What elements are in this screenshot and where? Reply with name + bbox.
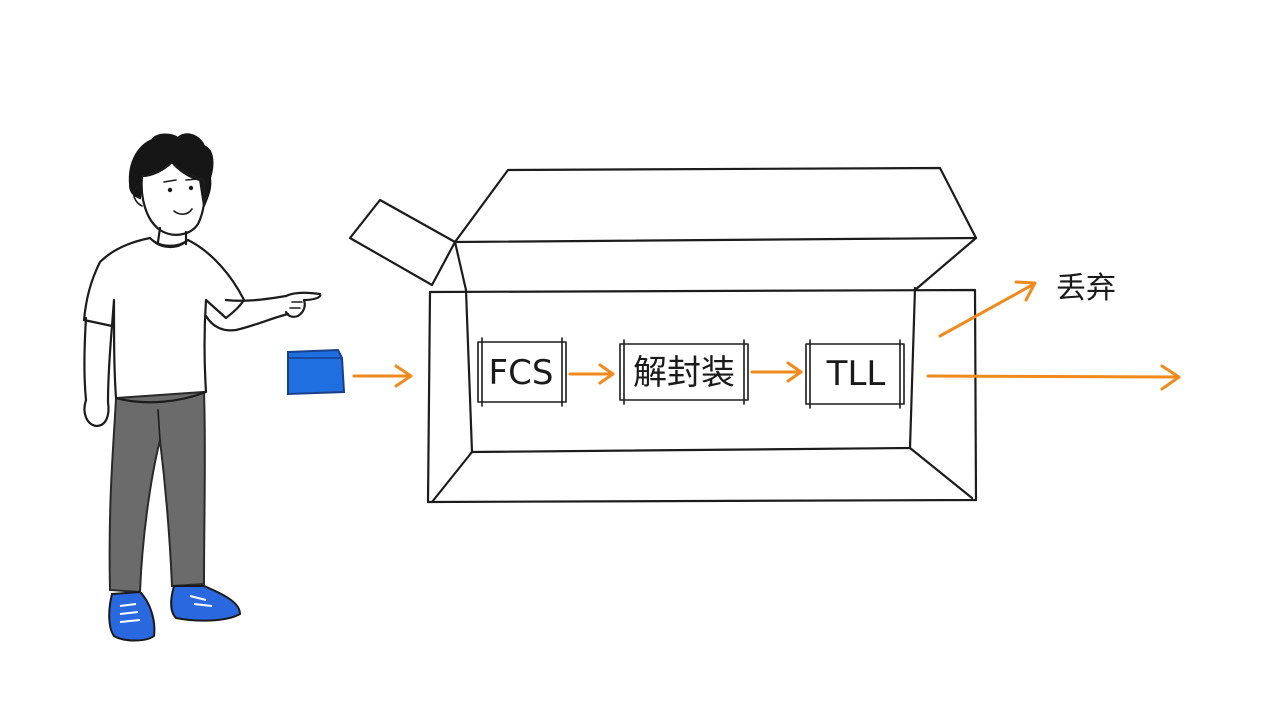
person-eye-right [188, 185, 194, 191]
stage-decap-label: 解封装 [633, 353, 735, 393]
discard-label: 丢弃 [1056, 271, 1116, 306]
person-shoe-right-laces [189, 595, 213, 607]
packet-icon [287, 348, 346, 396]
person-hand-left [83, 398, 110, 428]
stage-ttl: TLL [805, 339, 905, 409]
person-pants-fold [157, 409, 161, 441]
arrow-into-box [352, 364, 413, 388]
person-shoe-right [170, 585, 242, 622]
person-figure [82, 133, 322, 642]
arrow-discard [938, 280, 1037, 338]
arrow-forward-output [926, 364, 1181, 391]
person-pants [108, 390, 206, 594]
stage-decap: 解封装 [619, 339, 749, 405]
person-fingers [289, 301, 303, 309]
stage-ttl-label: TLL [826, 354, 886, 394]
person-face [140, 160, 206, 236]
arrow-fcs-to-decap [568, 363, 615, 385]
person-mouth [173, 208, 193, 215]
stage-fcs: FCS [477, 337, 567, 407]
person-arm-left [83, 316, 114, 404]
person-shoe-left-laces [119, 603, 141, 623]
person-arm-right [204, 294, 290, 332]
person-shirt [82, 236, 246, 404]
stage-fcs-label: FCS [489, 353, 554, 393]
person-eye-left [167, 187, 173, 193]
arrow-decap-to-ttl [750, 361, 803, 383]
person-collar [149, 237, 189, 249]
open-box [348, 166, 978, 504]
person-shoe-left [108, 590, 156, 642]
person-brows [163, 178, 198, 183]
person-ear [132, 185, 143, 207]
person-hand-right [284, 291, 322, 318]
